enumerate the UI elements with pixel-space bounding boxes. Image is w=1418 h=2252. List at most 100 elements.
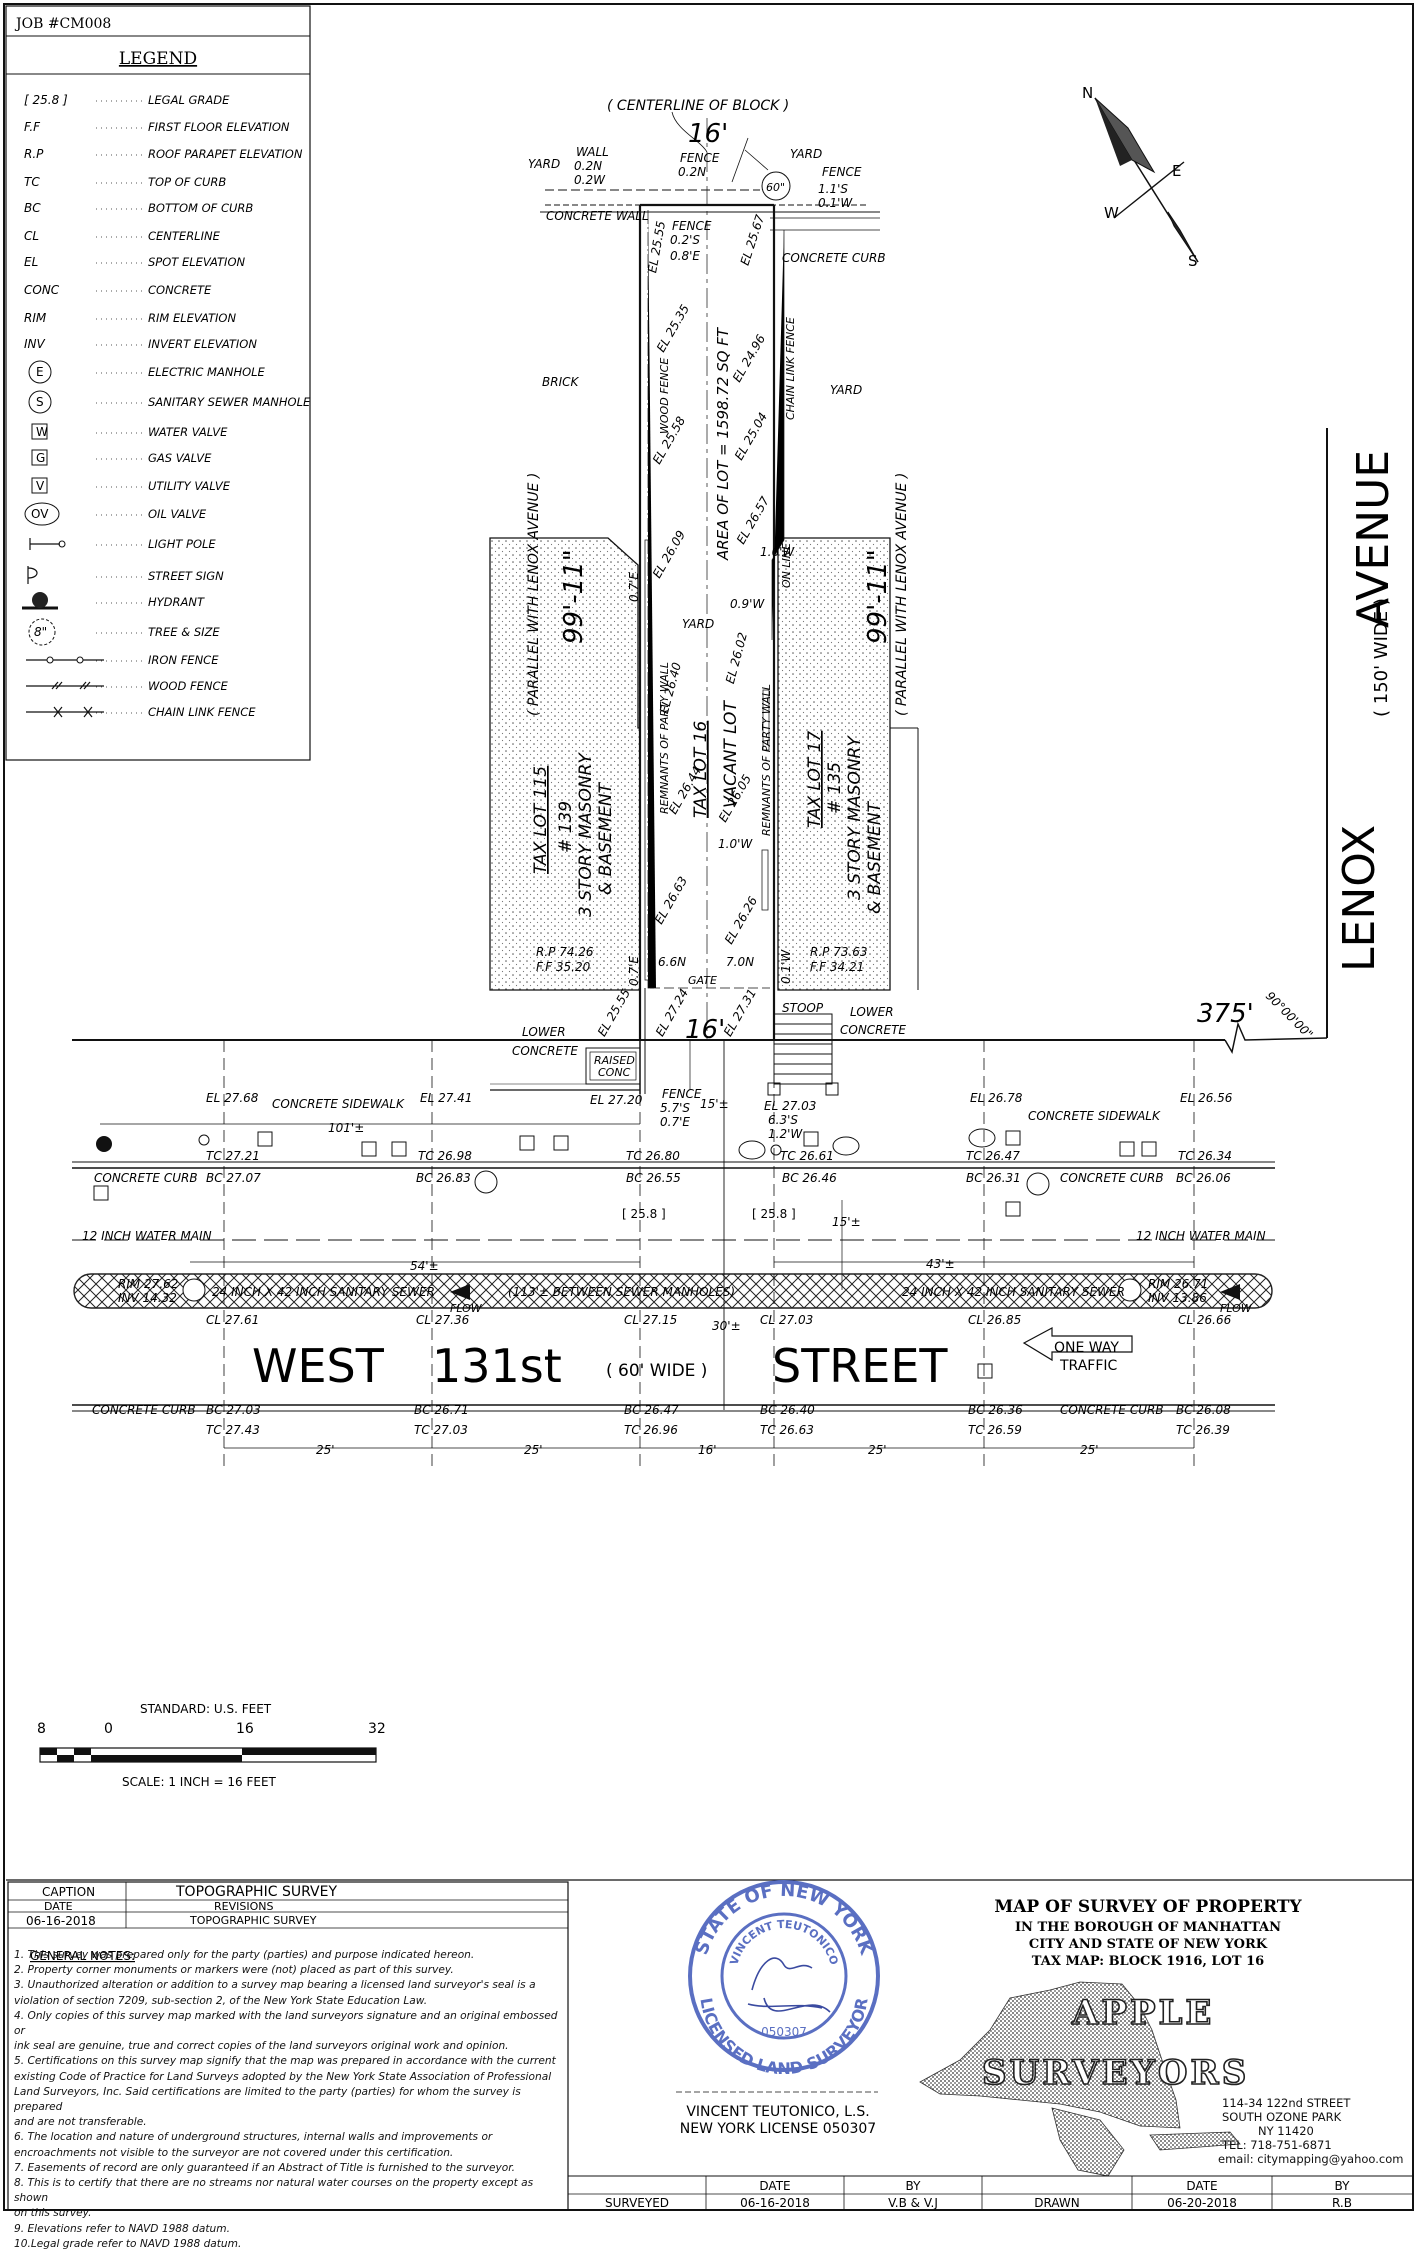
legal-grade-b: [ 25.8 ] — [752, 1207, 796, 1221]
cl-2703: CL 27.03 — [760, 1313, 813, 1327]
bc-2671: BC 26.71 — [414, 1403, 469, 1417]
note-line: violation of section 7209, sub-section 2… — [14, 1994, 428, 2007]
cl-2761: CL 27.61 — [206, 1313, 259, 1327]
oil-valve-icon — [968, 1128, 996, 1148]
tc-2634: TC 26.34 — [1178, 1149, 1232, 1163]
sewer-manhole-icon — [182, 1278, 206, 1302]
gas-valve-icon — [31, 449, 48, 466]
buildings — [489, 537, 919, 991]
brick-label: BRICK — [542, 375, 579, 389]
distance-101: 101'± — [328, 1121, 364, 1135]
tc-2696: TC 26.96 — [624, 1423, 678, 1437]
legend-symbol: BC — [24, 201, 41, 215]
wall-n: 0.2N — [574, 159, 602, 173]
header-date-b: DATE — [1186, 2179, 1217, 2193]
on-line-label: ON LINE — [780, 543, 793, 588]
fence-right-w: 0.1'W — [818, 196, 853, 210]
el-2555-bottom: EL 25.55 — [595, 986, 633, 1038]
chain-link-fence-icon — [26, 706, 104, 718]
legend-symbol: F.F — [24, 120, 41, 134]
yard-left-label: YARD — [528, 157, 560, 171]
note-line: on this survey. — [14, 2207, 92, 2220]
gas-valve-icon — [977, 1363, 993, 1379]
legend-label: OIL VALVE — [148, 507, 207, 521]
legend-symbol: [ 25.8 ] — [24, 93, 68, 107]
header-date-a: DATE — [759, 2179, 790, 2193]
legend-symbol: S — [36, 395, 44, 409]
tree-60-label: 60" — [766, 181, 785, 194]
note-line: 3. Unauthorized alteration or addition t… — [14, 1979, 536, 1992]
legend-symbol: CONC — [24, 283, 60, 297]
distance-15a: 15'± — [700, 1097, 729, 1111]
utility-valve-icon — [31, 477, 48, 494]
legend-box: JOB #CM008 LEGEND [ 25.8 ]LEGAL GRADEF.F… — [5, 5, 311, 761]
lot-17-basement: & BASEMENT — [865, 800, 885, 914]
legend-label: SANITARY SEWER MANHOLE — [148, 395, 311, 409]
address-line: NY 11420 — [1258, 2124, 1314, 2138]
offset-70n: 7.0N — [726, 955, 754, 969]
el-2731: EL 27.31 — [721, 986, 759, 1038]
legend-label: WATER VALVE — [148, 425, 228, 439]
parallel-right: ( PARALLEL WITH LENOX AVENUE ) — [894, 473, 910, 716]
legend-symbol: W — [36, 425, 48, 439]
bc-2608: BC 26.08 — [1176, 1403, 1231, 1417]
raised-conc-label: CONC — [598, 1066, 631, 1079]
electric-manhole-icon — [474, 1170, 498, 1194]
offset-10w: 1.0'W — [718, 837, 753, 851]
el-2609: EL 26.09 — [650, 528, 688, 580]
surveyor-name: VINCENT TEUTONICO, L.S. — [686, 2104, 869, 2120]
lot-width-top: 16' — [688, 119, 728, 149]
parallel-left: ( PARALLEL WITH LENOX AVENUE ) — [526, 473, 542, 716]
el-2657: EL 26.57 — [734, 494, 773, 547]
distance-54: 54'± — [410, 1259, 439, 1273]
fence-inner-s: 0.2'S — [670, 233, 700, 247]
tc-2639: TC 26.39 — [1176, 1423, 1230, 1437]
el-2720: EL 27.20 — [590, 1093, 643, 1107]
sidewalk-right-label: CONCRETE SIDEWALK — [1028, 1109, 1161, 1123]
legend-symbol: 8" — [34, 625, 47, 639]
water-valve-icon — [361, 1141, 377, 1157]
header-by-b: BY — [1335, 2179, 1351, 2193]
sidewalk-fence-label: FENCE — [662, 1087, 702, 1101]
address-line: TEL: 718-751-6871 — [1222, 2138, 1332, 2152]
rim-right: RIM 26.71 — [1148, 1277, 1208, 1291]
gas-valve-icon — [391, 1141, 407, 1157]
party-wall-left: REMNANTS OF PARTY WALL — [658, 662, 671, 814]
offset-07e-b: 0.7'E — [627, 956, 641, 986]
fence-right-label: FENCE — [822, 165, 862, 179]
el-2504: EL 25.04 — [732, 410, 770, 462]
legend-symbol: E — [36, 365, 44, 379]
bc-2655: BC 26.55 — [626, 1171, 681, 1185]
offset-66n: 6.6N — [658, 955, 686, 969]
street-name-street: STREET — [772, 1339, 948, 1393]
el-2496: EL 24.96 — [730, 332, 769, 385]
lot-16-label: TAX LOT 16 — [691, 721, 711, 818]
corner-angle: 90°00'00" — [1263, 989, 1316, 1042]
roof-parapet-right: R.P 73.63 — [810, 945, 868, 959]
legend-symbol: RIM — [24, 311, 47, 325]
oil-valve-icon — [24, 502, 60, 526]
centerline-of-block: ( CENTERLINE OF BLOCK ) — [607, 98, 789, 114]
legend-label: LEGAL GRADE — [148, 93, 230, 107]
stoop-label: STOOP — [782, 1001, 824, 1015]
offset-16w: 1.6'W — [760, 545, 795, 559]
oil-valve-icon — [738, 1140, 766, 1160]
bc-2707: BC 27.07 — [206, 1171, 261, 1185]
legend-row: [ 25.8 ] LEGAL GRADE — [24, 93, 230, 107]
offset-09w: 0.9'W — [730, 597, 765, 611]
fence-right-s: 1.1'S — [818, 182, 848, 196]
scale-tick-32: 32 — [368, 1721, 386, 1737]
drawn-by: R.B — [1332, 2196, 1352, 2210]
note-line: 9. Elevations refer to NAVD 1988 datum. — [14, 2222, 230, 2235]
legend-label: BOTTOM OF CURB — [148, 201, 253, 215]
el-2703: EL 27.03 — [764, 1099, 816, 1113]
revisions-label: REVISIONS — [214, 1900, 273, 1913]
caption-value: TOPOGRAPHIC SURVEY — [175, 1884, 337, 1900]
